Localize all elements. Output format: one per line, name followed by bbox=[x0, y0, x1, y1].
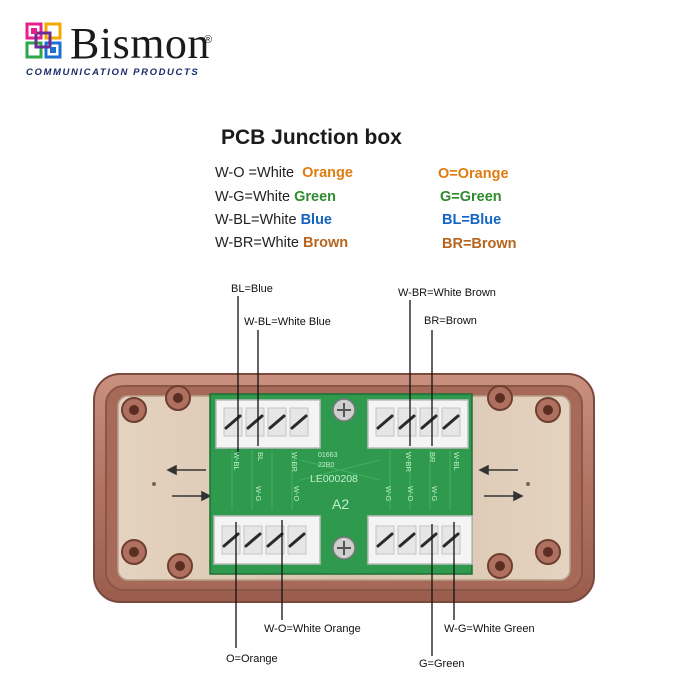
diagram-title: PCB Junction box bbox=[221, 126, 402, 149]
pcb-pin-label: W-O bbox=[406, 486, 415, 502]
legend-right-green: G=Green bbox=[440, 189, 502, 205]
callout-wg: W-G=White Green bbox=[444, 623, 535, 635]
callout-br: BR=Brown bbox=[424, 315, 477, 327]
brand-tagline: COMMUNICATION PRODUCTS bbox=[26, 67, 200, 78]
pcb-pin-label: W-BR bbox=[290, 452, 299, 472]
terminal-block-top-left bbox=[215, 399, 321, 449]
pcb-pin-label: W-G bbox=[430, 486, 439, 502]
arrow-left-icon bbox=[478, 464, 518, 476]
screw-icon bbox=[332, 536, 356, 560]
corner-posts bbox=[121, 385, 561, 579]
screw-icon bbox=[332, 398, 356, 422]
pcb-pin-label: W-BL bbox=[232, 452, 241, 471]
pcb-small-text-2: 22B0 bbox=[318, 462, 335, 469]
legend-right-orange: O=Orange bbox=[438, 166, 509, 182]
pcb-pin-label: BR bbox=[428, 452, 437, 463]
arrow-right-icon bbox=[172, 490, 212, 502]
callout-o: O=Orange bbox=[226, 653, 278, 665]
legend-left-row-2: W-G=White Green bbox=[215, 189, 336, 205]
callout-g: G=Green bbox=[419, 658, 465, 670]
legend-left-row-4: W-BR=White Brown bbox=[215, 235, 348, 251]
pcb-pin-label: W-G bbox=[384, 486, 393, 502]
legend-left-color-word: Brown bbox=[302, 235, 349, 251]
pcb-marking: A2 bbox=[332, 496, 350, 512]
legend-left-prefix: W-O =White bbox=[215, 165, 295, 181]
legend-left-prefix: W-BR=White bbox=[215, 235, 299, 251]
legend-right-blue: BL=Blue bbox=[442, 212, 502, 228]
pcb-board-code: LE000208 bbox=[310, 473, 358, 485]
legend-left-color-word: Green bbox=[294, 189, 337, 205]
callout-wbr: W-BR=White Brown bbox=[398, 287, 496, 299]
pcb-pin-label: BL bbox=[256, 452, 265, 462]
arrow-left-icon bbox=[166, 464, 206, 476]
pcb-pin-label: W-G bbox=[254, 486, 263, 502]
registered-mark: ® bbox=[204, 34, 213, 46]
legend-left-row-3: W-BL=White Blue bbox=[215, 212, 332, 228]
legend-left-color-word: Blue bbox=[300, 212, 332, 228]
pcb-small-text: 01663 bbox=[318, 452, 338, 459]
legend-left-prefix: W-BL=White bbox=[215, 212, 297, 228]
legend-left-color-word: Orange bbox=[302, 165, 353, 181]
callout-wo: W-O=White Orange bbox=[264, 623, 361, 635]
pcb-pin-label: W-BR bbox=[404, 452, 413, 472]
callout-wbl: W-BL=White Blue bbox=[244, 316, 331, 328]
pcb-pin-label: W-BL bbox=[452, 452, 461, 471]
brand-name: Bismon bbox=[70, 19, 210, 68]
legend-left-row-1: W-O =White Orange bbox=[215, 165, 353, 181]
callout-bl: BL=Blue bbox=[231, 283, 273, 295]
legend-right-brown: BR=Brown bbox=[442, 236, 517, 252]
arrow-right-icon bbox=[484, 490, 524, 502]
pcb-pin-label: W-O bbox=[292, 486, 301, 502]
legend-left-prefix: W-G=White bbox=[215, 189, 291, 205]
